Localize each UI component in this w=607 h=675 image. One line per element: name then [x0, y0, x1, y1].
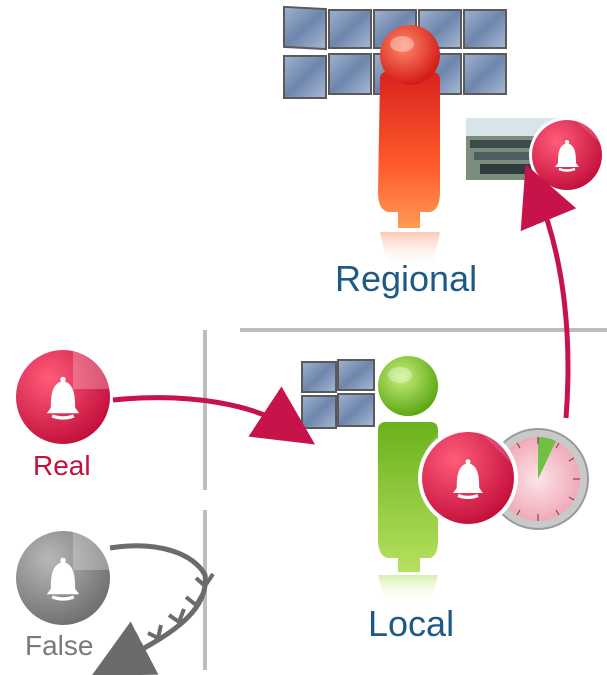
false-alarm-label: False — [25, 630, 94, 661]
video-wall-icon — [301, 359, 375, 429]
real-alarm-label: Real — [33, 450, 91, 481]
regional-label: Regional — [335, 258, 478, 299]
alarm-bell-icon — [13, 347, 113, 447]
alarm-bell-icon — [418, 422, 518, 528]
alarm-bell-icon — [13, 528, 113, 628]
dismiss-arrow — [91, 543, 215, 675]
real-alarm-arrow — [112, 386, 316, 445]
regional-operator-icon — [378, 25, 440, 268]
local-label: Local — [368, 603, 455, 644]
escalate-arrow — [520, 164, 577, 419]
timer-icon — [487, 428, 589, 530]
